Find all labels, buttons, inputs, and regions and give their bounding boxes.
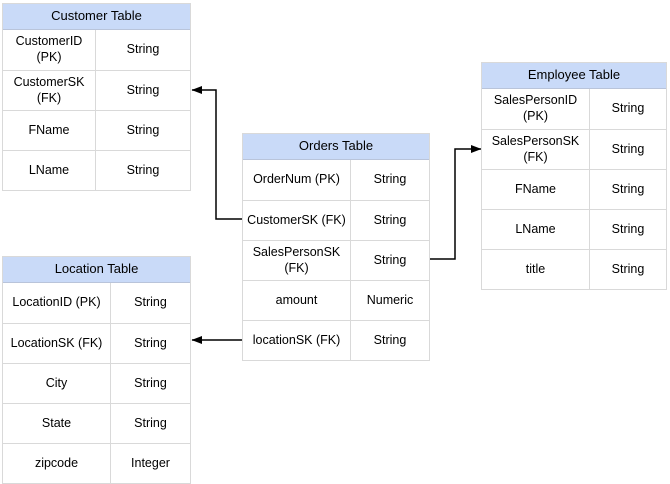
- table-row: SalesPersonID (PK) String: [482, 89, 666, 129]
- field-type: String: [134, 335, 167, 350]
- field-name: title: [482, 250, 590, 289]
- table-row: zipcode Integer: [3, 443, 190, 483]
- connector-orders-to-customer[interactable]: [191, 86, 242, 220]
- customer-table[interactable]: Customer Table CustomerID (PK) String Cu…: [2, 3, 191, 191]
- table-row: LocationID (PK) String: [3, 283, 190, 323]
- field-name: State: [3, 404, 111, 443]
- field-type: String: [134, 375, 167, 390]
- field-type: String: [126, 162, 160, 177]
- field-name: CustomerSK (FK): [3, 71, 96, 110]
- field-name: LocationID (PK): [3, 283, 111, 323]
- field-type: Integer: [131, 455, 170, 470]
- connector-orders-to-employee[interactable]: [430, 145, 482, 260]
- field-name: LocationSK (FK): [3, 324, 111, 363]
- field-type: String: [373, 212, 407, 227]
- employee-table[interactable]: Employee Table SalesPersonID (PK) String…: [481, 62, 667, 290]
- field-type: String: [126, 82, 160, 97]
- table-row: FName String: [3, 110, 190, 150]
- field-name: City: [3, 364, 111, 403]
- location-table[interactable]: Location Table LocationID (PK) String Lo…: [2, 256, 191, 484]
- field-name: CustomerSK (FK): [243, 201, 351, 240]
- table-row: title String: [482, 249, 666, 289]
- field-name: CustomerID (PK): [3, 30, 96, 70]
- field-type: String: [134, 295, 167, 310]
- table-row: SalesPersonSK (FK) String: [482, 129, 666, 169]
- field-type: String: [611, 141, 645, 156]
- field-type: String: [611, 181, 645, 196]
- table-row: amount Numeric: [243, 280, 429, 320]
- table-row: CustomerSK (FK) String: [243, 200, 429, 240]
- field-name: FName: [482, 170, 590, 209]
- customer-table-title: Customer Table: [3, 4, 190, 30]
- field-type: String: [126, 42, 160, 57]
- field-type: String: [126, 122, 160, 137]
- field-name: OrderNum (PK): [243, 160, 351, 200]
- field-name: SalesPersonSK (FK): [243, 241, 351, 280]
- field-type: String: [373, 252, 407, 267]
- field-type: String: [611, 261, 645, 276]
- field-name: zipcode: [3, 444, 111, 483]
- table-row: locationSK (FK) String: [243, 320, 429, 360]
- table-row: City String: [3, 363, 190, 403]
- orders-table[interactable]: Orders Table OrderNum (PK) String Custom…: [242, 133, 430, 361]
- field-name: LName: [3, 151, 96, 190]
- field-name: SalesPersonID (PK): [482, 89, 590, 129]
- field-type: Numeric: [366, 292, 414, 307]
- table-row: CustomerID (PK) String: [3, 30, 190, 70]
- location-table-title: Location Table: [3, 257, 190, 283]
- table-row: OrderNum (PK) String: [243, 160, 429, 200]
- table-row: LName String: [482, 209, 666, 249]
- field-type: String: [134, 415, 167, 430]
- field-name: FName: [3, 111, 96, 150]
- field-type: String: [373, 172, 407, 187]
- table-row: State String: [3, 403, 190, 443]
- table-row: LocationSK (FK) String: [3, 323, 190, 363]
- field-type: String: [611, 221, 645, 236]
- field-type: String: [611, 101, 645, 116]
- table-row: LName String: [3, 150, 190, 190]
- table-row: CustomerSK (FK) String: [3, 70, 190, 110]
- field-name: amount: [243, 281, 351, 320]
- field-name: SalesPersonSK (FK): [482, 130, 590, 169]
- employee-table-title: Employee Table: [482, 63, 666, 89]
- field-name: locationSK (FK): [243, 321, 351, 360]
- table-row: FName String: [482, 169, 666, 209]
- table-row: SalesPersonSK (FK) String: [243, 240, 429, 280]
- orders-table-title: Orders Table: [243, 134, 429, 160]
- field-name: LName: [482, 210, 590, 249]
- field-type: String: [373, 332, 407, 347]
